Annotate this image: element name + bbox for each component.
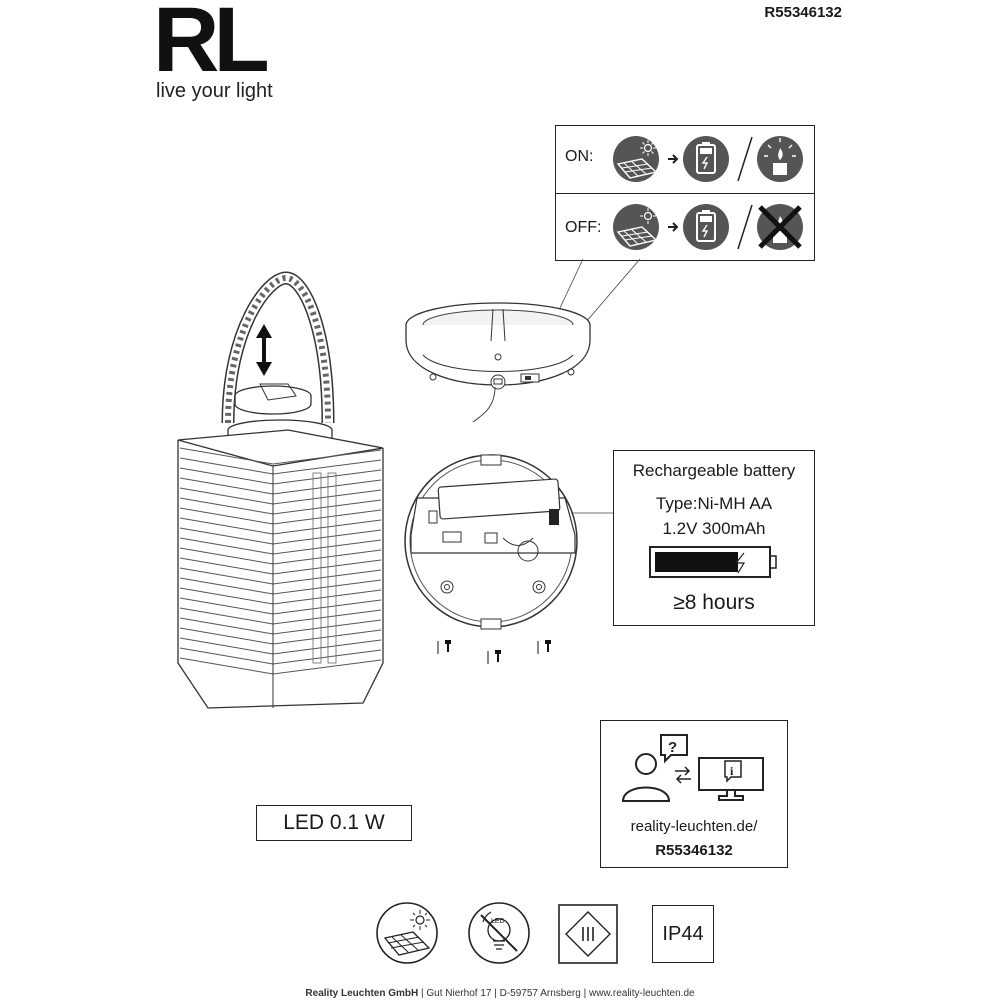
lantern-slat	[179, 637, 382, 655]
lantern-slat	[179, 647, 382, 665]
lantern-slat	[179, 447, 382, 465]
switch-panel: ON: OFF:	[555, 125, 815, 261]
screw-icon	[437, 640, 451, 654]
battery-info-box: Rechargeable battery Type:Ni-MH AA 1.2V …	[613, 450, 815, 626]
on-label: ON:	[565, 148, 594, 165]
footer-address: Gut Nierhof 17	[426, 988, 492, 999]
battery-type: Type:Ni-MH AA	[655, 494, 773, 513]
screw-markers	[437, 640, 551, 664]
lantern-slat	[179, 467, 382, 485]
off-label: OFF:	[565, 219, 602, 236]
class-iii-icon	[558, 904, 618, 964]
lantern-base-bottom	[404, 454, 578, 630]
lantern-slat	[179, 507, 382, 525]
lantern-base-side	[405, 302, 591, 423]
support-url: reality-leuchten.de/	[630, 818, 758, 835]
product-code: R55346132	[764, 4, 842, 21]
lantern-slat	[179, 627, 382, 645]
lantern-slat	[179, 497, 382, 515]
lantern-slat	[179, 617, 382, 635]
lift-arrow-icon	[256, 324, 272, 376]
monitor-info-icon: i	[698, 757, 764, 801]
lantern-slat	[179, 547, 382, 565]
led-not-replaceable-icon: LED	[468, 902, 530, 964]
lantern-slat	[179, 487, 382, 505]
svg-text:?: ?	[668, 739, 677, 756]
battery-level-icon	[649, 546, 777, 578]
switch-panel-icons	[613, 136, 803, 250]
battery-icon	[683, 136, 729, 182]
battery-title: Rechargeable battery	[632, 461, 796, 480]
lantern-slat	[179, 577, 382, 595]
battery-fill	[655, 552, 738, 572]
footer: Reality Leuchten GmbH | Gut Nierhof 17 |…	[305, 988, 695, 999]
battery-spec: 1.2V 300mAh	[662, 519, 766, 538]
lantern-slat	[179, 567, 382, 585]
support-icons: ? i	[621, 734, 764, 802]
lantern-slat	[179, 607, 382, 625]
solar-panel-icon	[613, 136, 659, 182]
brand-tagline: live your light	[156, 80, 273, 102]
lantern-slat	[179, 657, 382, 675]
candle-light-icon	[757, 136, 803, 182]
footer-company: Reality Leuchten GmbH	[305, 988, 419, 999]
footer-website: www.reality-leuchten.de	[588, 988, 695, 999]
lantern-slat	[179, 527, 382, 545]
footer-city: D-59757 Arnsberg	[499, 988, 581, 999]
lantern-slat	[179, 517, 382, 535]
lantern-slat	[179, 557, 382, 575]
lantern-illustration	[177, 271, 384, 709]
brand-logo: RL	[153, 0, 270, 91]
lantern-slat	[179, 597, 382, 615]
candle-off-icon	[757, 204, 803, 250]
screw-icon	[537, 640, 551, 654]
battery-runtime: ≥8 hours	[673, 591, 755, 614]
ip-rating-badge: IP44	[652, 905, 714, 963]
svg-text:LED: LED	[491, 918, 505, 925]
battery-cell	[437, 478, 561, 520]
led-power-label: LED 0.1 W	[256, 805, 412, 841]
lantern-slat	[179, 537, 382, 555]
lantern-slats	[179, 447, 382, 675]
support-code: R55346132	[655, 842, 733, 859]
lantern-slat	[179, 477, 382, 495]
support-box: ? i reality-leuchten.de/ R55346132	[600, 720, 788, 868]
certification-symbols: LED	[376, 902, 618, 964]
user-question-icon: ?	[621, 734, 688, 802]
svg-text:i: i	[730, 764, 734, 778]
solar-icon	[376, 902, 438, 964]
lantern-slat	[179, 587, 382, 605]
screw-icon	[487, 650, 501, 664]
